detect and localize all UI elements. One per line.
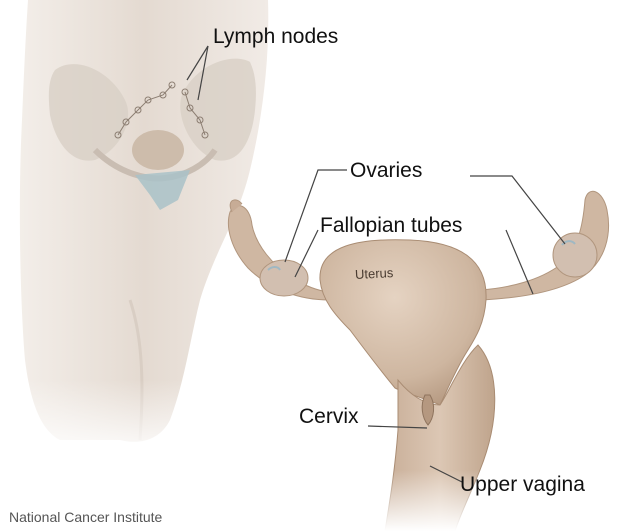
label-ovaries: Ovaries xyxy=(350,160,422,181)
label-cervix: Cervix xyxy=(299,406,359,427)
credit-text: National Cancer Institute xyxy=(9,510,162,524)
torso-background xyxy=(0,0,300,460)
label-upper-vagina: Upper vagina xyxy=(460,474,585,495)
label-uterus: Uterus xyxy=(355,265,394,282)
label-lymph-nodes: Lymph nodes xyxy=(213,26,338,47)
label-fallopian-tubes: Fallopian tubes xyxy=(320,215,462,236)
